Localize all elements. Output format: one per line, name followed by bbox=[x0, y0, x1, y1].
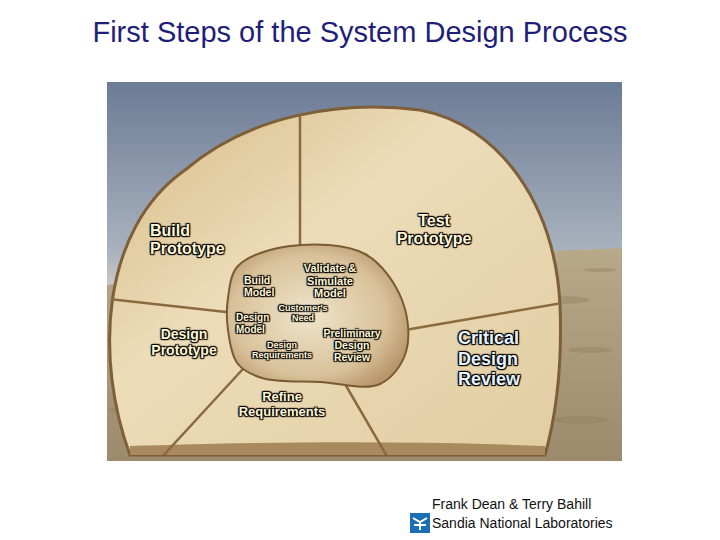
logo-square bbox=[410, 513, 430, 533]
credit-line: Sandia National Laboratories bbox=[432, 515, 613, 531]
credit-line: Frank Dean & Terry Bahill bbox=[432, 496, 591, 512]
chamber-label: Validate & Simulate Model bbox=[298, 262, 362, 300]
sandia-logo bbox=[410, 513, 430, 533]
chamber-label: Design Model bbox=[236, 312, 274, 335]
chamber-label: Refine Requirements bbox=[232, 390, 332, 420]
shell-interior bbox=[107, 90, 580, 461]
sky bbox=[107, 82, 622, 461]
shell-cut-face bbox=[130, 442, 545, 455]
logo-mark bbox=[413, 518, 427, 530]
chamber-label: Customer's Need bbox=[277, 303, 329, 324]
shell-outline bbox=[110, 107, 561, 455]
photo bbox=[107, 82, 622, 461]
chamber-label: Critical Design Review bbox=[458, 328, 540, 390]
chamber-label: Test Prototype bbox=[386, 212, 482, 249]
chamber-label: Design Requirements bbox=[250, 340, 314, 361]
chamber-label: Design Prototype bbox=[148, 326, 220, 358]
slide-title: First Steps of the System Design Process bbox=[0, 16, 720, 49]
chamber-label: Build Prototype bbox=[150, 222, 230, 259]
chamber-label: Build Model bbox=[244, 274, 284, 298]
inner-whorl bbox=[227, 244, 409, 386]
chamber-label: Preliminary Design Review bbox=[318, 327, 386, 363]
septa bbox=[107, 90, 580, 461]
